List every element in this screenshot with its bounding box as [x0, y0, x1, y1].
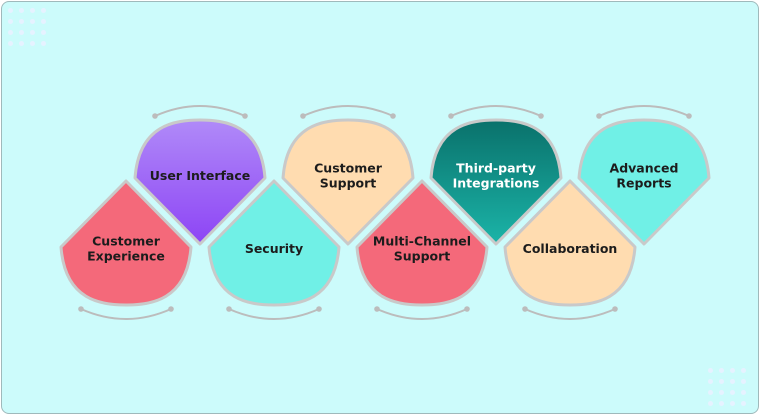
stage-label: Advanced — [610, 161, 679, 176]
connector-dot — [300, 113, 306, 119]
connector-dot — [78, 306, 84, 312]
connector-arc — [450, 105, 542, 117]
decorative-dot — [41, 30, 46, 35]
decorative-dot — [719, 368, 724, 373]
connector-arc — [80, 308, 172, 320]
connector-arc — [228, 308, 320, 320]
decorative-dot — [708, 379, 713, 384]
stage-label: Customer — [92, 234, 161, 249]
stage-label: Customer — [314, 161, 383, 176]
stage-label: User Interface — [150, 168, 251, 183]
stage-shape — [281, 118, 415, 246]
stage-label: Integrations — [453, 176, 540, 191]
connector-dot — [152, 113, 158, 119]
stage-shape — [133, 118, 267, 246]
decorative-dot — [741, 390, 746, 395]
stage-2: Security — [207, 179, 341, 307]
connector-dot — [226, 306, 232, 312]
stage-shape — [355, 179, 489, 307]
decorative-dot — [730, 401, 735, 406]
connector-arc — [154, 105, 246, 117]
stage-label: Third-party — [456, 161, 536, 176]
decorative-dot — [41, 19, 46, 24]
stage-shape — [577, 118, 711, 246]
decorative-dot-grid-bottom-right — [708, 368, 753, 408]
decorative-dot — [730, 368, 735, 373]
stage-label: Multi-Channel — [373, 234, 471, 249]
decorative-dot — [8, 30, 13, 35]
decorative-dot — [741, 379, 746, 384]
decorative-dot-grid-top-left — [8, 8, 48, 53]
stage-label: Support — [394, 249, 451, 264]
connector-dot — [316, 306, 322, 312]
decorative-dot — [30, 41, 35, 46]
decorative-dot — [708, 401, 713, 406]
decorative-dot — [41, 41, 46, 46]
connector-arc — [524, 308, 616, 320]
stage-shape — [207, 179, 341, 307]
connector-dot — [374, 306, 380, 312]
decorative-dot — [41, 8, 46, 13]
decorative-dot — [8, 19, 13, 24]
stage-label: Reports — [616, 176, 671, 191]
connector-dot — [686, 113, 692, 119]
connector-dot — [390, 113, 396, 119]
connector-dot — [464, 306, 470, 312]
decorative-dot — [19, 8, 24, 13]
stage-shape — [429, 118, 563, 246]
stage-1: User Interface — [133, 118, 267, 246]
connector-dot — [448, 113, 454, 119]
connector-dot — [538, 113, 544, 119]
decorative-dot — [730, 379, 735, 384]
connector-arc — [598, 105, 690, 117]
connector-dot — [168, 306, 174, 312]
connector-arcs — [78, 105, 692, 320]
decorative-dot — [30, 30, 35, 35]
connector-dot — [522, 306, 528, 312]
connector-dot — [242, 113, 248, 119]
stage-label: Collaboration — [523, 241, 618, 256]
stage-shape — [59, 179, 193, 307]
decorative-dot — [719, 379, 724, 384]
stage-shape — [503, 179, 637, 307]
connector-dot — [596, 113, 602, 119]
decorative-dot — [30, 19, 35, 24]
decorative-dot — [708, 368, 713, 373]
connector-arc — [376, 308, 468, 320]
stage-label: Experience — [87, 249, 165, 264]
decorative-dot — [719, 401, 724, 406]
decorative-dot — [719, 390, 724, 395]
decorative-dot — [741, 368, 746, 373]
decorative-dot — [30, 8, 35, 13]
stage-label: Support — [320, 176, 377, 191]
stage-label: Security — [245, 241, 303, 256]
decorative-dot — [741, 401, 746, 406]
stage-6: Collaboration — [503, 179, 637, 307]
decorative-dot — [730, 390, 735, 395]
decorative-dot — [8, 41, 13, 46]
connector-dot — [612, 306, 618, 312]
decorative-dot — [708, 390, 713, 395]
decorative-dot — [19, 19, 24, 24]
connector-arc — [302, 105, 394, 117]
decorative-dot — [19, 41, 24, 46]
decorative-dot — [8, 8, 13, 13]
decorative-dot — [19, 30, 24, 35]
